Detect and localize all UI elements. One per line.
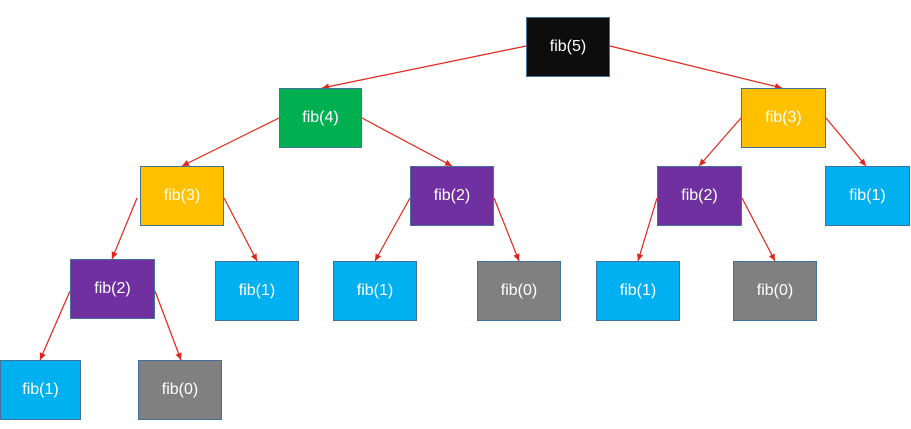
node-label: fib(5) [549,38,587,55]
node-n1c: fib(1) [596,261,680,321]
edge-n4-to-n2m [361,117,453,167]
node-n2m: fib(2) [410,166,494,226]
node-label: fib(2) [433,187,471,204]
node-n0c: fib(0) [138,360,222,420]
node-n2r: fib(2) [657,166,742,226]
node-label: fib(2) [681,187,718,204]
node-label: fib(1) [238,282,276,299]
edge-n3l-to-n2l [111,197,138,260]
node-n4: fib(4) [279,88,362,148]
edge-n5-to-n4 [321,45,527,90]
edge-n2r-to-n1c [636,197,658,262]
node-n1b: fib(1) [333,261,417,321]
edge-n2l-to-n1d [39,290,71,361]
edge-n2m-to-n0a [493,197,520,262]
edge-n4-to-n3l [181,117,280,167]
edge-n3l-to-n1a [223,197,258,262]
node-label: fib(0) [161,381,199,398]
edge-n2l-to-n0c [154,290,182,361]
node-label: fib(0) [756,282,794,299]
edge-n2r-to-n0b [741,197,776,262]
edge-n5-to-n3r [609,45,783,90]
edge-n2m-to-n1b [374,197,411,262]
node-n3r: fib(3) [741,88,826,148]
node-n1d: fib(1) [0,360,81,420]
node-n1r: fib(1) [825,166,910,226]
node-label: fib(3) [163,187,201,204]
node-label: fib(2) [94,280,131,297]
node-label: fib(1) [619,282,657,299]
node-n0a: fib(0) [477,261,561,321]
node-n2l: fib(2) [70,259,155,319]
node-label: fib(4) [302,109,339,126]
node-label: fib(0) [500,282,538,299]
node-n5: fib(5) [526,17,610,77]
node-n0b: fib(0) [733,261,817,321]
node-n3l: fib(3) [140,166,224,226]
node-n1a: fib(1) [215,261,299,321]
node-label: fib(1) [356,282,394,299]
edge-n3r-to-n2r [698,117,742,167]
node-label: fib(1) [22,381,59,398]
node-label: fib(1) [849,187,886,204]
edge-n3r-to-n1r [825,117,867,167]
node-label: fib(3) [765,109,802,126]
